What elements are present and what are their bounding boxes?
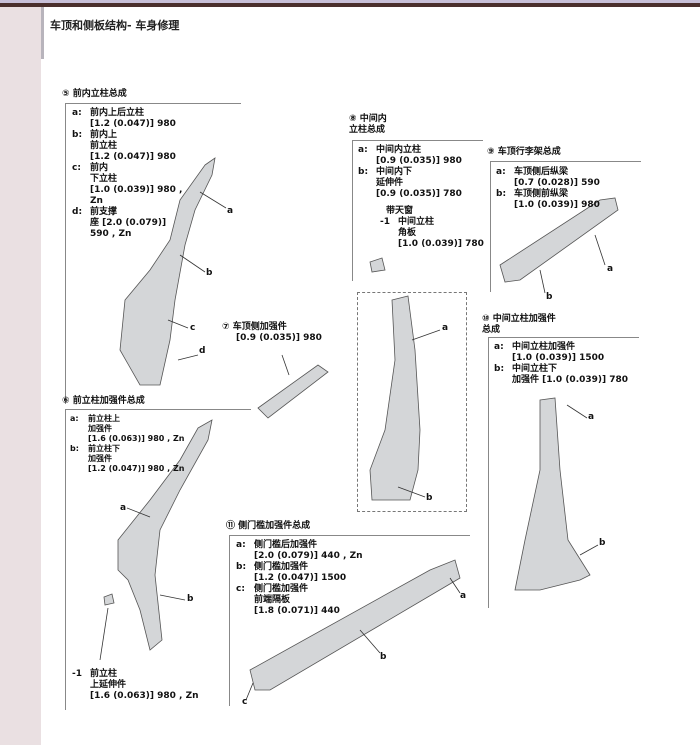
section-7-title: ⑦ 车顶侧加强件 <box>222 322 287 332</box>
center-pillar-gusset-part <box>369 257 386 273</box>
section-6-title: ⑥ 前立柱加强件总成 <box>62 396 145 406</box>
callout-a: a <box>120 503 127 513</box>
callout-b: b <box>380 652 387 662</box>
list-item: a:车顶侧后纵梁 [0.7 (0.028)] 590 <box>496 167 600 188</box>
callout-b: b <box>206 268 213 278</box>
list-item: a:中间立柱加强件 [1.0 (0.039)] 1500 <box>494 342 605 363</box>
list-item: a:中间内立柱 [0.9 (0.035)] 980 <box>358 145 462 166</box>
callout-c: c <box>190 323 196 333</box>
callout-a: a <box>227 206 234 216</box>
list-item: a:前立柱上 加强件 [1.6 (0.063)] 980 , Zn <box>70 414 185 443</box>
list-item: b:车顶侧前纵梁 [1.0 (0.039)] 980 <box>496 189 600 210</box>
section-9-title: ⑨ 车顶行李架总成 <box>487 147 561 157</box>
list-item: b:中间内下 延伸件 [0.9 (0.035)] 780 <box>358 167 462 199</box>
sunroof-detail-frame <box>357 292 467 512</box>
section-8-box <box>352 140 483 281</box>
sunroof-note: 带天窗 <box>386 206 414 216</box>
list-item: b:前内上 前立柱 [1.2 (0.047)] 980 <box>72 130 176 162</box>
section-8-title: ⑧ 中间内 立柱总成 <box>349 114 387 135</box>
section-11-title: ⑪ 侧门槛加强件总成 <box>226 521 311 531</box>
callout-a: a <box>460 591 467 601</box>
front-pillar-reinforcement-part <box>117 419 213 651</box>
list-item: d:前支撑 座 [2.0 (0.079)] 590 , Zn <box>72 207 167 239</box>
callout-b: b <box>546 292 553 302</box>
left-margin <box>0 7 41 745</box>
section-6-box <box>65 409 251 710</box>
section-10-title: ⑩ 中间立柱加强件 总成 <box>482 314 556 335</box>
section-7-label: ⑦ 车顶侧加强件[0.9 (0.035)] 980 <box>222 322 347 344</box>
callout-a: a <box>442 323 449 333</box>
list-item: b:侧门槛加强件 [1.2 (0.047)] 1500 <box>236 562 347 583</box>
side-sill-reinforcement-part <box>249 559 461 691</box>
section-11-box <box>229 535 470 706</box>
section-7-spec: [0.9 (0.035)] 980 <box>236 333 322 343</box>
header-divider <box>41 7 44 59</box>
roof-rail-part <box>499 197 619 283</box>
roof-side-reinforcement-part <box>257 364 329 419</box>
section-9-box <box>490 161 641 292</box>
list-item: a:侧门槛后加强件 [2.0 (0.079)] 440 , Zn <box>236 540 363 561</box>
callout-a: a <box>607 264 614 274</box>
list-item: c:前内 下立柱 [1.0 (0.039)] 980 , Zn <box>72 163 183 206</box>
list-item: c:侧门槛加强件 前端隔板 [1.8 (0.071)] 440 <box>236 584 340 616</box>
section-10-box <box>488 337 639 608</box>
top-bar <box>0 3 700 7</box>
section-5-title: ⑤ 前内立柱总成 <box>62 89 127 99</box>
callout-b: b <box>599 538 606 548</box>
callout-b: b <box>187 594 194 604</box>
list-item: b:中间立柱下 加强件 [1.0 (0.039)] 780 <box>494 364 629 385</box>
callout-a: a <box>588 412 595 422</box>
front-pillar-extension-part <box>103 593 115 606</box>
callout-d: d <box>199 346 206 356</box>
callout-b: b <box>426 493 433 503</box>
center-inner-pillar-part <box>369 295 421 501</box>
top-accent-bar <box>0 0 700 3</box>
callout-c: c <box>242 697 248 707</box>
section-5-box <box>65 103 241 404</box>
list-item: b:前立柱下 加强件 [1.2 (0.047)] 980 , Zn <box>70 444 185 473</box>
page-title: 车顶和侧板结构- 车身修理 <box>50 19 180 32</box>
leader-lines <box>99 191 606 701</box>
center-pillar-reinforcement-part <box>514 397 591 591</box>
front-inner-pillar-part <box>119 157 216 386</box>
list-item: a:前内上后立柱 [1.2 (0.047)] 980 <box>72 108 176 129</box>
